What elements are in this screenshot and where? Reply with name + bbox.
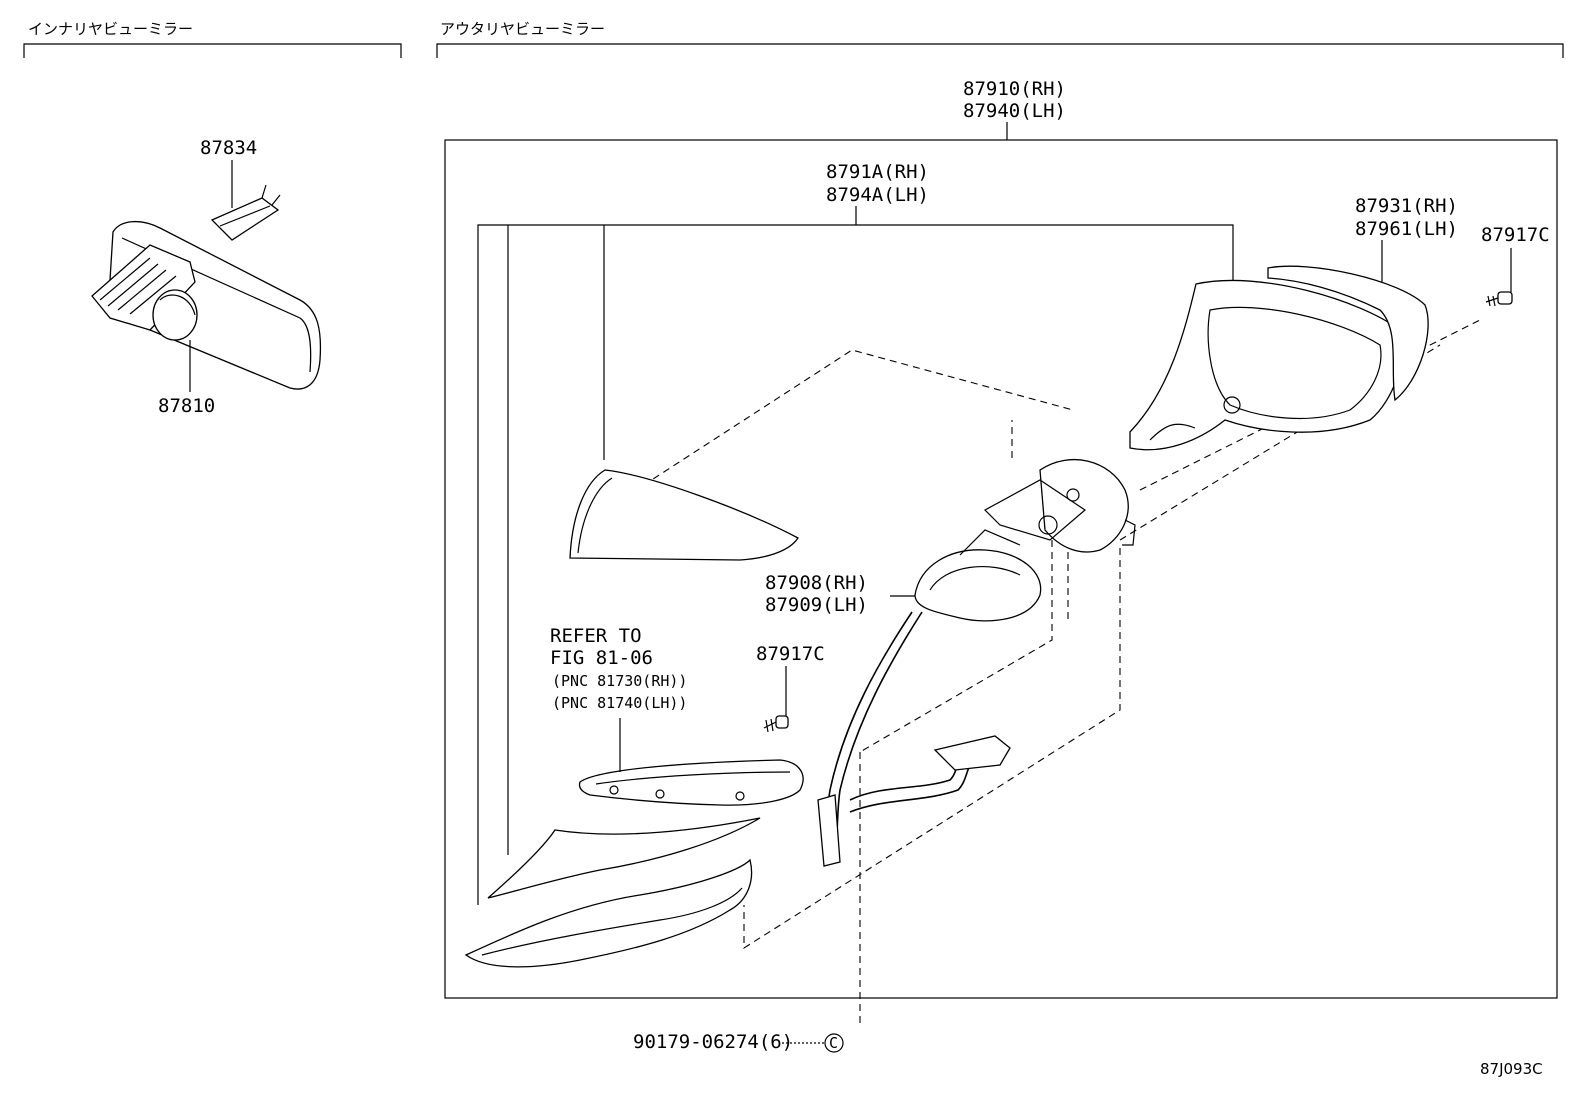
turn-signal-lamp [578,759,804,806]
part-87931: 87931(RH) [1355,195,1458,217]
outer-cover [1267,265,1429,402]
mirror-actuator [984,458,1136,553]
refer-line-2: FIG 81-06 [550,647,653,669]
mirror-base-87908 [914,529,1042,622]
part-8791A: 8791A(RH) [826,161,929,183]
part-87834: 87834 [200,137,257,159]
diagram-code: 87J093C [1480,1060,1543,1078]
inner-mirror-assembly [91,221,322,390]
mirror-cover-87834 [210,184,281,241]
part-87910: 87910(RH) [963,78,1066,100]
mirror-housing-frame [1129,279,1404,451]
part-87940: 87940(LH) [963,100,1066,122]
refer-line-3: (PNC 81730(RH)) [552,672,687,690]
part-87917C-top: 87917C [1481,224,1550,246]
screw-87917C-mid [763,715,789,733]
clip-symbol-letter: C [829,1034,838,1052]
part-87961: 87961(LH) [1355,218,1458,240]
part-90179: 90179-06274(6) [633,1031,793,1053]
mirror-glass [569,469,799,561]
sub-assembly-bracket [477,224,1234,905]
part-87908: 87908(RH) [765,572,868,594]
garnish-upper [487,817,761,899]
garnish-lower [464,858,753,968]
inner-mirror-bracket [23,43,402,58]
inner-mirror-section-title: インナリヤビューミラー [28,20,193,38]
outer-mirror-section-title: アウタリヤビューミラー [440,20,605,38]
part-87810: 87810 [158,395,215,417]
part-8794A: 8794A(LH) [826,184,929,206]
outer-mirror-assembly-box [444,139,1558,999]
wire-harness [817,611,1011,867]
outer-mirror-bracket [436,43,1564,58]
clip-symbol [824,1033,844,1053]
part-87909: 87909(LH) [765,594,868,616]
refer-line-4: (PNC 81740(LH)) [552,694,687,712]
part-87917C-mid: 87917C [756,643,825,665]
refer-line-1: REFER TO [550,625,642,647]
screw-87917C-top [1485,291,1513,307]
